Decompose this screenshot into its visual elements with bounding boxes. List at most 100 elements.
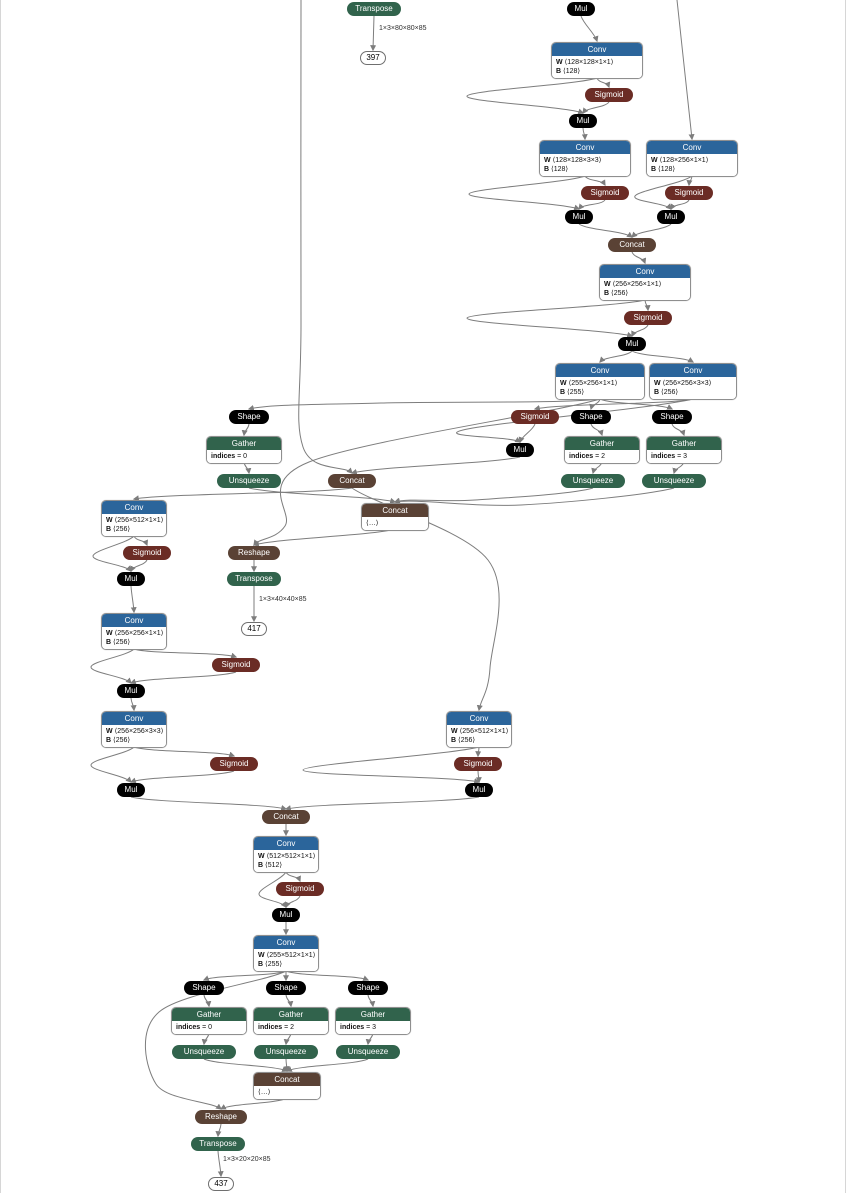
edge-conv_d-to-mul_d [466, 299, 646, 338]
unsq-3-node[interactable]: Unsqueeze [642, 474, 706, 488]
sig-e-node[interactable]: Sigmoid [511, 410, 559, 424]
edge-concat_1-to-conv_d [631, 251, 647, 265]
mul-h-node[interactable]: Mul [117, 783, 145, 797]
edge-unsq_3-to-concat_3 [393, 487, 675, 506]
conv-i-header: Conv [102, 712, 166, 725]
unsq-2-node[interactable]: Unsqueeze [561, 474, 625, 488]
sig-g-node[interactable]: Sigmoid [212, 658, 260, 672]
conv-c-params: W ⟨128×256×1×1⟩B ⟨128⟩ [647, 154, 737, 176]
unsq-4-node[interactable]: Unsqueeze [172, 1045, 236, 1059]
mul-a-node[interactable]: Mul [569, 114, 597, 128]
conv-l-params: W ⟨255×512×1×1⟩B ⟨255⟩ [254, 949, 318, 971]
edge-mul_a-to-conv_b [581, 127, 588, 141]
tensor-shape-label: 1×3×40×40×85 [259, 596, 307, 603]
edge-unsq_4-to-concat_5 [203, 1058, 289, 1072]
edge-sig_e-to-mul_e [518, 423, 536, 444]
shape-1-node[interactable]: Shape [229, 410, 269, 424]
mul-d-node[interactable]: Mul [618, 337, 646, 351]
edge-mul_i-to-concat_4 [284, 796, 480, 812]
edge-concat_3-to-reshape_1 [252, 528, 396, 547]
transpose-40-node[interactable]: Transpose [227, 572, 281, 586]
unsq-5-node[interactable]: Unsqueeze [254, 1045, 318, 1059]
edge-sig_b-to-mul_b [578, 199, 606, 210]
concat-2-node[interactable]: Concat [328, 474, 376, 488]
shape-2-node[interactable]: Shape [571, 410, 611, 424]
mul-i-node[interactable]: Mul [465, 783, 493, 797]
sig-b-node[interactable]: Sigmoid [581, 186, 629, 200]
sig-h-node[interactable]: Sigmoid [210, 757, 258, 771]
mul-j-node[interactable]: Mul [272, 908, 300, 922]
shape-6-node[interactable]: Shape [348, 981, 388, 995]
conv-b-params: W ⟨128×128×3×3⟩B ⟨128⟩ [540, 154, 630, 176]
edge-shape_1-to-gather_1 [241, 423, 250, 437]
transpose-80-node[interactable]: Transpose [347, 2, 401, 16]
edge-conv_g-to-mul_f [92, 535, 135, 572]
gather-2-header: Gather [565, 437, 639, 450]
edge-conv_b-to-sig_b [584, 175, 606, 187]
output-397[interactable]: 397 [360, 51, 386, 65]
concat-5-node[interactable]: Concat⟨…⟩ [253, 1072, 321, 1100]
edge-sig_c-to-mul_c [670, 199, 690, 211]
edge-conv_a-to-mul_a [466, 77, 598, 115]
edge-conv_c-to-sig_c [686, 175, 693, 187]
reshape-1-node[interactable]: Reshape [228, 546, 280, 560]
conv-l-header: Conv [254, 936, 318, 949]
conv-a-header: Conv [552, 43, 642, 56]
sig-d-node[interactable]: Sigmoid [624, 311, 672, 325]
shape-5-node[interactable]: Shape [266, 981, 306, 995]
conv-f-params: W ⟨256×256×3×3⟩B ⟨256⟩ [650, 377, 736, 399]
output-417[interactable]: 417 [241, 622, 267, 636]
sig-c-node[interactable]: Sigmoid [665, 186, 713, 200]
conv-c-header: Conv [647, 141, 737, 154]
mul-b-node[interactable]: Mul [565, 210, 593, 224]
edge-shape_2-to-gather_2 [590, 423, 604, 437]
mul-f-node[interactable]: Mul [117, 572, 145, 586]
mul-c-node[interactable]: Mul [657, 210, 685, 224]
edge-conv_l-to-shape_4 [202, 970, 287, 982]
sig-j-node[interactable]: Sigmoid [276, 882, 324, 896]
sig-a-node[interactable]: Sigmoid [585, 88, 633, 102]
mul-e-node[interactable]: Mul [506, 443, 534, 457]
concat-4-node[interactable]: Concat [262, 810, 310, 824]
mul-g-node[interactable]: Mul [117, 684, 145, 698]
conv-e-params: W ⟨255×256×1×1⟩B ⟨255⟩ [556, 377, 644, 399]
concat-1-node[interactable]: Concat [608, 238, 656, 252]
transpose-20-node[interactable]: Transpose [191, 1137, 245, 1151]
shape-4-node[interactable]: Shape [184, 981, 224, 995]
edge-sig_f-to-mul_f [130, 559, 148, 573]
shape-3-node[interactable]: Shape [652, 410, 692, 424]
reshape-2-node[interactable]: Reshape [195, 1110, 247, 1124]
unsq-1-node[interactable]: Unsqueeze [217, 474, 281, 488]
conv-d-header: Conv [600, 265, 690, 278]
edge-mul_e-to-concat_2 [350, 456, 521, 475]
edge-shape_4-to-gather_4 [203, 994, 212, 1008]
edge-mul_g-to-conv_i [130, 697, 137, 712]
sig-i-node[interactable]: Sigmoid [454, 757, 502, 771]
output-437[interactable]: 437 [208, 1177, 234, 1191]
edge-sig_d-to-mul_d [631, 324, 649, 338]
concat-3-node[interactable]: Concat⟨…⟩ [361, 503, 429, 531]
sig-f-node[interactable]: Sigmoid [123, 546, 171, 560]
edge-shape_5-to-gather_5 [285, 994, 294, 1008]
unsq-6-node[interactable]: Unsqueeze [336, 1045, 400, 1059]
mul-0-node[interactable]: Mul [567, 2, 595, 16]
